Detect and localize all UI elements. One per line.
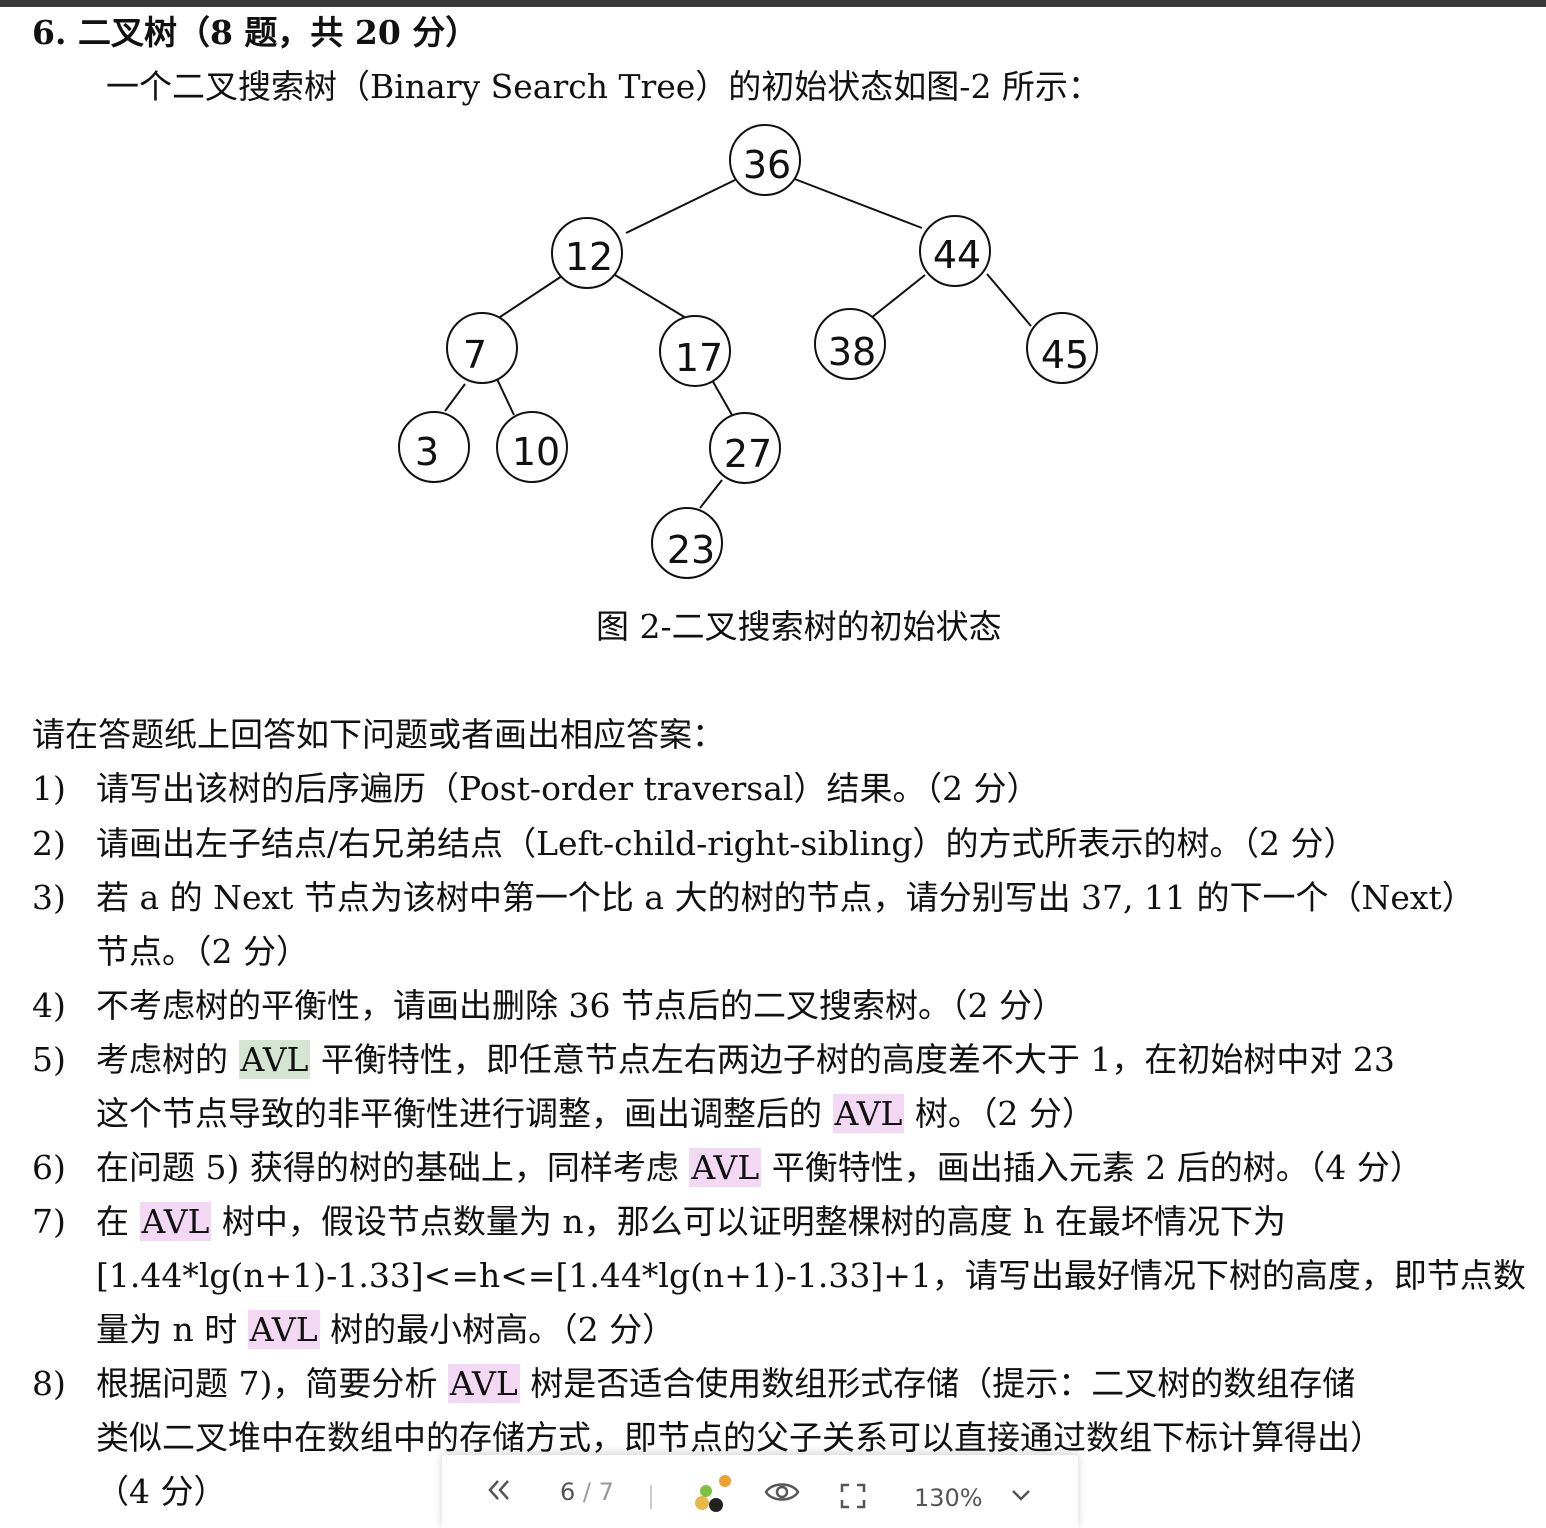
tree-node-label: 38	[828, 330, 876, 374]
eye-icon[interactable]	[764, 1479, 800, 1509]
edge-12-7	[499, 275, 563, 318]
double-chevron-left-icon[interactable]	[486, 1475, 512, 1505]
question-5-text: 考虑树的 AVL 平衡特性，即任意节点左右两边子树的高度差不大于 1，在初始树中…	[96, 1040, 1395, 1080]
text-span: 平衡特性，画出插入元素 2 后的树。（4 分）	[761, 1148, 1423, 1187]
text-span: 树。（2 分）	[904, 1094, 1095, 1133]
chevron-down-icon[interactable]	[1010, 1483, 1032, 1513]
highlight-avl[interactable]: AVL	[832, 1094, 905, 1133]
text-span: 量为 n 时	[96, 1310, 248, 1349]
tree-node-label: 17	[675, 336, 723, 380]
question-4-text: 不考虑树的平衡性，请画出删除 36 节点后的二叉搜索树。（2 分）	[96, 986, 1065, 1025]
tree-node-label: 10	[512, 430, 560, 474]
text-span: 考虑树的	[96, 1040, 239, 1079]
tree-node-label: 12	[565, 235, 613, 279]
tree-node-label: 7	[463, 333, 487, 377]
question-7-formula: [1.44*lg(n+1)-1.33]<=h<=[1.44*lg(n+1)-1.…	[96, 1256, 1526, 1295]
question-number: 2)	[32, 824, 66, 863]
question-5-text-cont: 这个节点导致的非平衡性进行调整，画出调整后的 AVL 树。（2 分）	[96, 1094, 1095, 1134]
tree-node-12	[551, 217, 623, 289]
question-number: 6)	[32, 1148, 66, 1187]
window-top-bar	[0, 0, 1546, 7]
color-dots-icon[interactable]	[692, 1473, 736, 1512]
tree-node-label: 44	[933, 233, 981, 277]
toolbar-divider	[650, 1485, 652, 1509]
highlight-avl[interactable]: AVL	[247, 1310, 320, 1349]
question-8-text-cont: 类似二叉堆中在数组中的存储方式，即节点的父子关系可以直接通过数组下标计算得出）	[96, 1418, 1383, 1457]
question-number: 4)	[32, 986, 66, 1025]
section-heading: 6. 二叉树（8 题，共 20 分）	[32, 13, 479, 52]
question-number: 5)	[32, 1040, 66, 1079]
edge-27-23	[699, 479, 723, 509]
highlight-avl[interactable]: AVL	[447, 1364, 520, 1403]
tree-node-10	[496, 411, 568, 483]
question-8-text: 根据问题 7)，简要分析 AVL 树是否适合使用数组形式存储（提示：二叉树的数组…	[96, 1364, 1355, 1404]
tree-node-44	[919, 215, 991, 287]
tree-node-label: 36	[743, 143, 791, 187]
edge-44-38	[870, 274, 926, 319]
highlight-avl[interactable]: AVL	[139, 1202, 212, 1241]
edge-36-12	[625, 179, 736, 234]
tree-node-36	[729, 124, 801, 196]
question-1-text: 请写出该树的后序遍历（Post-order traversal）结果。（2 分）	[96, 769, 1040, 808]
question-2-text: 请画出左子结点/右兄弟结点（Left-child-right-sibling）的…	[96, 824, 1357, 863]
text-span: 根据问题 7)，简要分析	[96, 1364, 448, 1403]
text-span: 在	[96, 1202, 140, 1241]
page-indicator[interactable]: 6 / 7	[560, 1477, 614, 1507]
edge-44-45	[986, 273, 1032, 327]
tree-node-45	[1026, 312, 1098, 384]
question-number: 3)	[32, 878, 66, 917]
viewer-toolbar: 6 / 7 130%	[442, 1455, 1078, 1528]
answer-prompt: 请在答题纸上回答如下问题或者画出相应答案：	[32, 715, 725, 754]
question-3-text-cont: 节点。（2 分）	[96, 932, 309, 971]
text-span: 在问题 5) 获得的树的基础上，同样考虑	[96, 1148, 690, 1187]
highlight-avl[interactable]: AVL	[238, 1040, 311, 1079]
tree-node-38	[814, 308, 886, 380]
document-page: 6. 二叉树（8 题，共 20 分） 一个二叉搜索树（Binary Search…	[0, 7, 1546, 1528]
text-span: 树是否适合使用数组形式存储（提示：二叉树的数组存储	[519, 1364, 1356, 1403]
question-8-points: （4 分）	[96, 1472, 227, 1511]
page-current: 6	[560, 1478, 576, 1506]
edge-12-17	[614, 274, 687, 319]
question-number: 7)	[32, 1202, 66, 1241]
question-7-text: 在 AVL 树中，假设节点数量为 n，那么可以证明整棵树的高度 h 在最坏情况下…	[96, 1202, 1286, 1242]
tree-node-label: 45	[1041, 333, 1089, 377]
text-span: 平衡特性，即任意节点左右两边子树的高度差不大于 1，在初始树中对 23	[310, 1040, 1395, 1079]
tree-node-27	[709, 412, 781, 484]
edge-7-3	[444, 383, 466, 412]
edge-36-44	[791, 177, 923, 229]
figure-caption: 图 2-二叉搜索树的初始状态	[596, 607, 1002, 646]
text-span: 树的最小树高。（2 分）	[319, 1310, 676, 1349]
tree-node-3	[398, 411, 470, 483]
fullscreen-icon[interactable]	[840, 1483, 866, 1513]
question-3-text: 若 a 的 Next 节点为该树中第一个比 a 大的树的节点，请分别写出 37,…	[96, 878, 1475, 917]
edge-17-27	[711, 379, 733, 416]
intro-text: 一个二叉搜索树（Binary Search Tree）的初始状态如图-2 所示：	[106, 67, 1101, 106]
tree-node-label: 3	[415, 430, 439, 474]
tree-node-17	[659, 315, 731, 387]
tree-node-label: 23	[667, 528, 715, 572]
binary-search-tree-figure: 36 12 44 7 17 38 45 3 10 27 23	[398, 124, 1098, 579]
question-number: 1)	[32, 769, 66, 808]
tree-node-label: 27	[724, 432, 772, 476]
page-total: / 7	[582, 1478, 614, 1506]
highlight-avl[interactable]: AVL	[689, 1148, 762, 1187]
text-span: 树中，假设节点数量为 n，那么可以证明整棵树的高度 h 在最坏情况下为	[211, 1202, 1286, 1241]
zoom-level[interactable]: 130%	[914, 1484, 983, 1512]
question-number: 8)	[32, 1364, 66, 1403]
text-span: 这个节点导致的非平衡性进行调整，画出调整后的	[96, 1094, 833, 1133]
tree-node-7	[446, 312, 518, 384]
question-6-text: 在问题 5) 获得的树的基础上，同样考虑 AVL 平衡特性，画出插入元素 2 后…	[96, 1148, 1423, 1188]
question-7-text-cont: 量为 n 时 AVL 树的最小树高。（2 分）	[96, 1310, 675, 1350]
tree-node-23	[651, 507, 723, 579]
edge-7-10	[496, 378, 515, 416]
